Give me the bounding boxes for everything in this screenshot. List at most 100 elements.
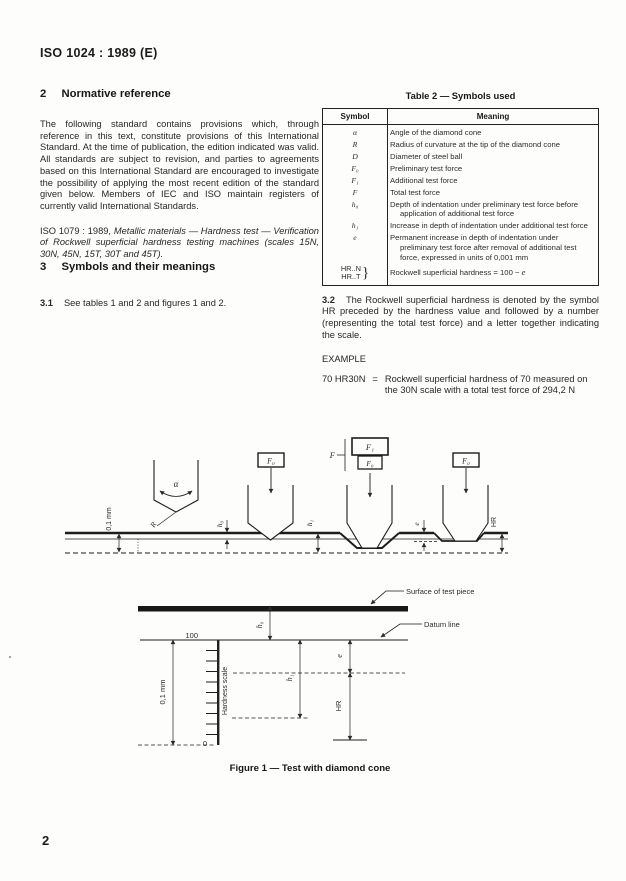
symbol-F0: F₀ — [322, 162, 388, 175]
table-row: R Radius of curvature at the tip of the … — [322, 138, 599, 151]
table-row: F₀ Preliminary test force — [322, 162, 599, 175]
table-row: h₁ Increase in depth of indentation unde… — [322, 220, 599, 233]
hr-label-bottom: HR — [334, 700, 343, 711]
e-label-top: e — [412, 522, 421, 526]
reference-title: Metallic materials — Hardness test — Ver… — [40, 225, 319, 260]
document-reference: ISO 1024 : 1989 (E) — [40, 46, 158, 60]
table-row: F₁ Additional test force — [322, 174, 599, 187]
total-force-bracket — [337, 439, 346, 471]
figure-1-diagram: α R F₀ F₁ F₀ F F₀ h₀ h₁ e HR 0,1 mm — [65, 437, 508, 748]
brace-glyph: } — [361, 264, 370, 281]
alpha-label: α — [174, 479, 179, 489]
force-box-f1 — [351, 437, 389, 456]
table-header-row: Symbol Meaning — [322, 108, 599, 125]
scale-100-label: 100 — [185, 631, 198, 640]
hr-label-top: HR — [491, 517, 498, 527]
scan-speck — [9, 656, 11, 658]
table-row: F Total test force — [322, 186, 599, 199]
column-header-meaning: Meaning — [387, 108, 599, 125]
test-piece-surface-bar — [138, 606, 408, 612]
symbol-F1: F₁ — [322, 174, 388, 187]
surface-of-test-piece-label: Surface of test piece — [406, 587, 474, 596]
reference-designation: ISO 1079 : 1989, — [40, 225, 114, 236]
page-number: 2 — [42, 833, 50, 848]
meaning-D: Diameter of steel ball — [390, 151, 463, 161]
symbol-HRT: HR..T — [341, 272, 361, 282]
indenter-preliminary — [247, 485, 294, 541]
table-row-hr: HR..N HR..T } Rockwell superficial hardn… — [322, 263, 599, 286]
force-box-f0-final — [452, 452, 480, 468]
force-box-f0-stacked — [357, 455, 383, 470]
indenter-after-removal — [442, 485, 489, 542]
meaning-F0: Preliminary test force — [390, 163, 463, 173]
f1-label: F₁ — [365, 442, 374, 452]
f0-final-label: F₀ — [461, 457, 470, 466]
equals-sign: = — [372, 373, 378, 384]
radius-leader-line — [156, 511, 177, 527]
section-3-title: Symbols and their meanings — [61, 260, 216, 273]
symbol-R: R — [322, 138, 388, 151]
symbol-e: e — [322, 232, 388, 264]
example-definition: 70 HR30N = Rockwell superficial hardness… — [322, 374, 599, 397]
table-row: e Permanent increase in depth of indenta… — [322, 232, 599, 264]
symbol-HRN: HR..N — [340, 263, 361, 273]
table-row: α Angle of the diamond cone — [322, 124, 599, 139]
h0-label-bottom: h₀ — [255, 621, 264, 628]
iso-1079-reference: ISO 1079 : 1989, Metallic materials — Ha… — [40, 226, 319, 261]
section-2-heading: 2 Normative reference — [40, 88, 319, 100]
hardness-scale-label: Hardness scale — [222, 667, 229, 715]
example-label: EXAMPLE — [322, 353, 366, 364]
symbol-D: D — [322, 150, 388, 163]
left-column: 2 Normative reference The following stan… — [40, 88, 319, 319]
example-term: 70 HR30N — [322, 373, 366, 384]
surface-leader — [370, 590, 404, 605]
section-2-number: 2 — [40, 88, 47, 100]
scale-ticks — [206, 650, 217, 735]
h1-label-bottom: h₁ — [285, 674, 294, 681]
h1-label-top: h₁ — [305, 519, 314, 526]
h0-label-top: h₀ — [215, 520, 224, 527]
clause-3-1-number: 3.1 — [40, 297, 53, 308]
meaning-h1: Increase in depth of indentation under a… — [390, 221, 588, 231]
meaning-F1: Additional test force — [390, 175, 458, 185]
01mm-label-top: 0,1 mm — [106, 507, 113, 531]
f0-label: F₀ — [266, 457, 275, 466]
f0-stacked-label: F₀ — [365, 459, 374, 468]
symbol-h0: h₀ — [322, 198, 388, 221]
figure-1-caption: Figure 1 — Test with diamond cone — [229, 763, 391, 774]
cone-angle-arc — [159, 490, 193, 497]
datum-line-label: Datum line — [424, 620, 460, 629]
symbol-h1: h₁ — [322, 220, 388, 233]
symbol-alpha: α — [322, 124, 388, 139]
table-2-title: Table 2 — Symbols used — [405, 90, 516, 101]
e-label-bottom: e — [335, 654, 344, 658]
indenter-total-force — [346, 485, 393, 549]
section-3-heading: 3 Symbols and their meanings — [40, 261, 319, 273]
meaning-h0: Depth of indentation under preliminary t… — [390, 199, 579, 219]
f-total-label: F — [329, 450, 336, 460]
01mm-label-bottom: 0,1 mm — [158, 679, 167, 704]
radius-label: R — [148, 520, 159, 530]
datum-leader — [380, 623, 422, 638]
right-column: Table 2 — Symbols used Symbol Meaning α … — [322, 88, 599, 397]
column-header-symbol: Symbol — [322, 108, 388, 125]
hardness-scale-bar — [217, 640, 220, 745]
clause-3-2-text: The Rockwell superficial hardness is den… — [322, 294, 599, 340]
section-3-number: 3 — [40, 260, 47, 273]
table-row: D Diameter of steel ball — [322, 150, 599, 163]
meaning-HR: Rockwell superficial hardness = 100 − e — [390, 268, 526, 278]
scale-0-label: 0 — [203, 739, 207, 748]
meaning-alpha: Angle of the diamond cone — [390, 128, 482, 137]
symbol-F: F — [322, 186, 388, 199]
normative-reference-paragraph: The following standard contains provisio… — [40, 119, 319, 211]
section-2-title: Normative reference — [61, 88, 171, 100]
force-box-f0 — [257, 452, 285, 468]
clause-3-1-text: See tables 1 and 2 and figures 1 and 2. — [63, 297, 227, 308]
clause-3-2-number: 3.2 — [322, 294, 335, 305]
symbols-table: Symbol Meaning α Angle of the diamond co… — [322, 108, 599, 286]
table-row: h₀ Depth of indentation under preliminar… — [322, 198, 599, 221]
clause-3-1: 3.1 See tables 1 and 2 and figures 1 and … — [40, 298, 319, 310]
meaning-R: Radius of curvature at the tip of the di… — [390, 139, 561, 149]
